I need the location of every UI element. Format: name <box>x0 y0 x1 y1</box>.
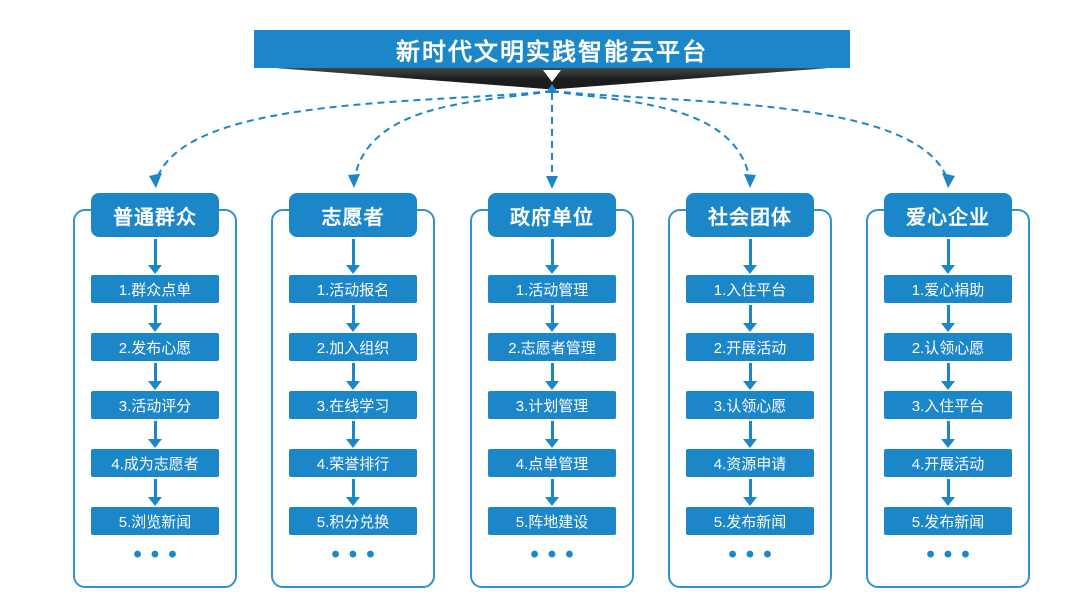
flow-step: 1.入住平台 <box>686 275 814 303</box>
connector-arrowhead-icon <box>744 174 756 188</box>
down-arrow-icon <box>153 363 157 381</box>
flow-step: 1.活动管理 <box>488 275 616 303</box>
down-arrow-icon <box>748 305 752 323</box>
flow-step: 4.点单管理 <box>488 449 616 477</box>
flow-step: 4.成为志愿者 <box>91 449 219 477</box>
down-arrow-icon <box>153 239 157 265</box>
column-header: 志愿者 <box>289 193 417 237</box>
flow-column-social-group: 社会团体 1.入住平台 2.开展活动 3.认领心愿 4.资源申请 5.发布新闻 … <box>668 193 832 588</box>
connector-arrowhead-icon <box>942 173 955 188</box>
flow-column-government: 政府单位 1.活动管理 2.志愿者管理 3.计划管理 4.点单管理 5.阵地建设… <box>470 193 634 588</box>
down-arrow-icon <box>351 479 355 497</box>
more-dots-icon: ••• <box>133 541 186 568</box>
down-arrow-icon <box>550 239 554 265</box>
flow-step: 1.群众点单 <box>91 275 219 303</box>
platform-title-banner: 新时代文明实践智能云平台 <box>254 30 850 68</box>
flow-step: 3.认领心愿 <box>686 391 814 419</box>
flow-step: 4.荣誉排行 <box>289 449 417 477</box>
flow-step: 4.开展活动 <box>884 449 1012 477</box>
flow-step: 5.积分兑换 <box>289 507 417 535</box>
flow-step: 4.资源申请 <box>686 449 814 477</box>
flow-step: 3.活动评分 <box>91 391 219 419</box>
more-dots-icon: ••• <box>530 541 583 568</box>
flow-column-volunteer: 志愿者 1.活动报名 2.加入组织 3.在线学习 4.荣誉排行 5.积分兑换 •… <box>271 193 435 588</box>
flow-step: 2.发布心愿 <box>91 333 219 361</box>
down-arrow-icon <box>550 305 554 323</box>
flow-step: 2.加入组织 <box>289 333 417 361</box>
down-arrow-icon <box>946 305 950 323</box>
flow-step: 2.志愿者管理 <box>488 333 616 361</box>
down-arrow-icon <box>550 421 554 439</box>
down-arrow-icon <box>748 479 752 497</box>
column-header: 政府单位 <box>488 193 616 237</box>
more-dots-icon: ••• <box>926 541 979 568</box>
flow-column-enterprise: 爱心企业 1.爱心捐助 2.认领心愿 3.入住平台 4.开展活动 5.发布新闻 … <box>866 193 1030 588</box>
down-arrow-icon <box>153 479 157 497</box>
flow-step: 3.在线学习 <box>289 391 417 419</box>
connector-arrowhead-icon <box>546 176 558 189</box>
connector-arrowhead-icon <box>149 173 162 188</box>
down-arrow-icon <box>946 421 950 439</box>
platform-title: 新时代文明实践智能云平台 <box>396 38 708 66</box>
more-dots-icon: ••• <box>331 541 384 568</box>
flow-step: 5.浏览新闻 <box>91 507 219 535</box>
flow-column-public: 普通群众 1.群众点单 2.发布心愿 3.活动评分 4.成为志愿者 5.浏览新闻… <box>73 193 237 588</box>
column-header: 社会团体 <box>686 193 814 237</box>
down-arrow-icon <box>550 363 554 381</box>
flow-step: 3.计划管理 <box>488 391 616 419</box>
flow-step: 2.开展活动 <box>686 333 814 361</box>
connector-curve <box>551 90 750 177</box>
down-arrow-icon <box>153 421 157 439</box>
flow-step: 1.活动报名 <box>289 275 417 303</box>
down-arrow-icon <box>550 479 554 497</box>
more-dots-icon: ••• <box>728 541 781 568</box>
down-arrow-icon <box>351 421 355 439</box>
down-arrow-icon <box>748 421 752 439</box>
flow-step: 5.发布新闻 <box>884 507 1012 535</box>
flow-step: 5.阵地建设 <box>488 507 616 535</box>
connector-arrowhead-icon <box>348 174 360 188</box>
connector-curve <box>551 90 947 177</box>
down-arrow-icon <box>748 363 752 381</box>
down-arrow-icon <box>351 363 355 381</box>
down-arrow-icon <box>153 305 157 323</box>
flow-step: 1.爱心捐助 <box>884 275 1012 303</box>
down-arrow-icon <box>946 479 950 497</box>
down-arrow-icon <box>351 305 355 323</box>
flow-step: 5.发布新闻 <box>686 507 814 535</box>
down-arrow-icon <box>946 239 950 265</box>
connector-curve <box>157 90 553 177</box>
connector-curve <box>354 90 553 177</box>
flow-step: 2.认领心愿 <box>884 333 1012 361</box>
flow-step: 3.入住平台 <box>884 391 1012 419</box>
column-header: 爱心企业 <box>884 193 1012 237</box>
banner-down-arrow-icon <box>543 70 561 82</box>
down-arrow-icon <box>946 363 950 381</box>
down-arrow-icon <box>351 239 355 265</box>
connector-hub-icon <box>546 84 558 93</box>
column-header: 普通群众 <box>91 193 219 237</box>
down-arrow-icon <box>748 239 752 265</box>
